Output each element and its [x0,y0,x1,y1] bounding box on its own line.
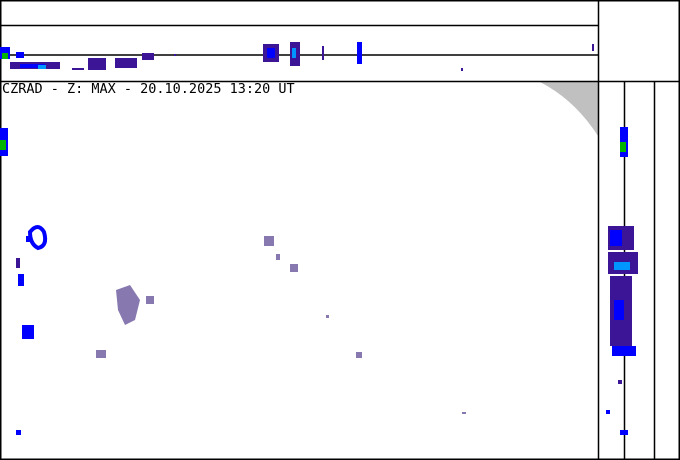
outside-range-area [540,82,598,136]
side-view-echoes-top [0,42,594,71]
plan-view-echoes [0,128,466,435]
side-view-echoes-right [606,127,638,435]
product-title: CZRAD - Z: MAX - 20.10.2025 13:20 UT [2,81,295,97]
